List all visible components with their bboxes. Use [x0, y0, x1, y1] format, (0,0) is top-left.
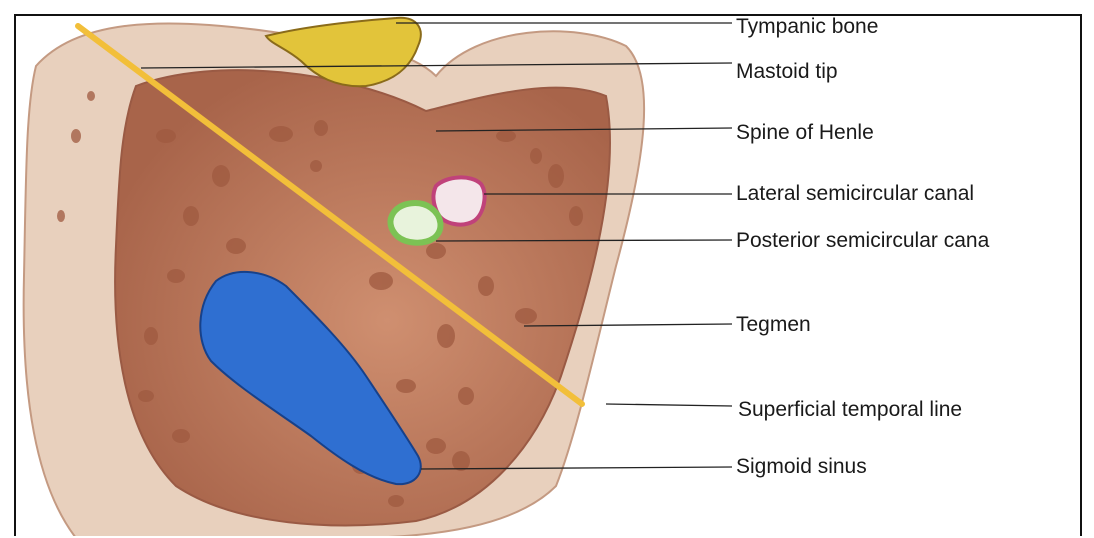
label-posterior-semicircular-canal: Posterior semicircular cana [736, 230, 989, 251]
label-lateral-semicircular-canal: Lateral semicircular canal [736, 183, 974, 204]
figure-frame: Tympanic bone Mastoid tip Spine of Henle… [14, 14, 1082, 536]
label-spine-of-henle: Spine of Henle [736, 122, 874, 143]
label-tympanic-bone: Tympanic bone [736, 16, 878, 37]
label-sigmoid-sinus: Sigmoid sinus [736, 456, 867, 477]
mastoid-illustration [16, 16, 1082, 536]
label-superficial-temporal-line: Superficial temporal line [738, 399, 962, 420]
label-mastoid-tip: Mastoid tip [736, 61, 838, 82]
label-tegmen: Tegmen [736, 314, 811, 335]
posterior-canal-shape [390, 203, 440, 243]
